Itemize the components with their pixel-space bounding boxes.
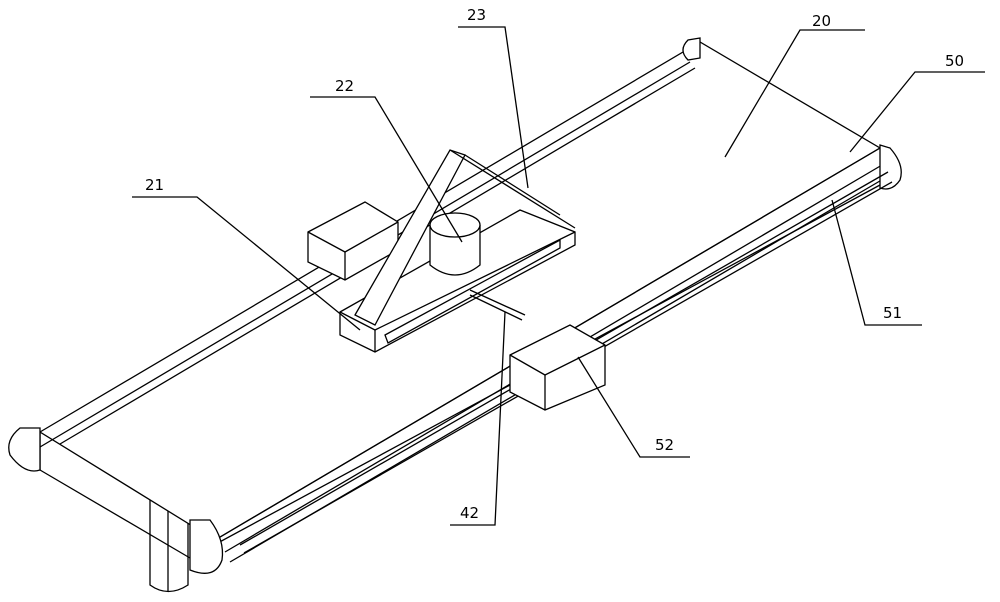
cylinder-22 [430,213,480,275]
label-52: 52 [655,436,674,454]
label-20: 20 [812,12,831,30]
label-51: 51 [883,304,902,322]
label-21: 21 [145,176,164,194]
label-50: 50 [945,52,964,70]
label-22: 22 [335,77,354,95]
label-23: 23 [467,6,486,24]
label-42: 42 [460,504,479,522]
